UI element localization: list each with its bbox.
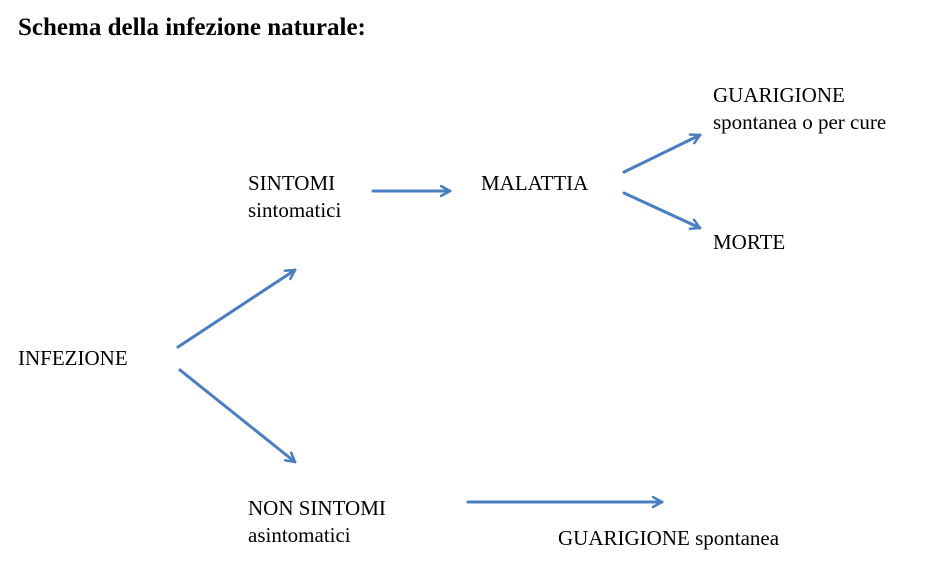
- node-malattia: MALATTIA: [481, 170, 588, 197]
- node-non-sintomi: NON SINTOMI asintomatici: [248, 495, 386, 549]
- arrow-malattia-to-guarigione: [622, 135, 702, 174]
- node-guarigione-label: GUARIGIONE: [713, 83, 845, 107]
- diagram-title: Schema della infezione naturale:: [18, 14, 366, 41]
- node-guarigione: GUARIGIONE spontanea o per cure: [713, 82, 886, 136]
- node-infezione: INFEZIONE: [18, 345, 128, 372]
- node-guarigione-sub: spontanea o per cure: [713, 110, 887, 134]
- node-sintomi: SINTOMI sintomatici: [248, 170, 341, 224]
- node-non-sintomi-sub: asintomatici: [248, 523, 351, 547]
- node-sintomi-label: SINTOMI: [248, 171, 336, 195]
- node-morte-label: MORTE: [713, 230, 786, 254]
- arrow-infezione-to-non-sintomi: [178, 368, 297, 464]
- node-malattia-label: MALATTIA: [481, 171, 589, 195]
- node-sintomi-sub: sintomatici: [248, 198, 342, 222]
- node-guarigione-spontanea: GUARIGIONE spontanea: [558, 525, 779, 552]
- arrow-infezione-to-sintomi: [176, 268, 297, 349]
- node-morte: MORTE: [713, 229, 785, 256]
- node-guarigione-spontanea-label: GUARIGIONE spontanea: [558, 526, 780, 550]
- node-infezione-label: INFEZIONE: [18, 346, 128, 370]
- arrow-malattia-to-morte: [622, 191, 702, 228]
- node-non-sintomi-label: NON SINTOMI: [248, 496, 386, 520]
